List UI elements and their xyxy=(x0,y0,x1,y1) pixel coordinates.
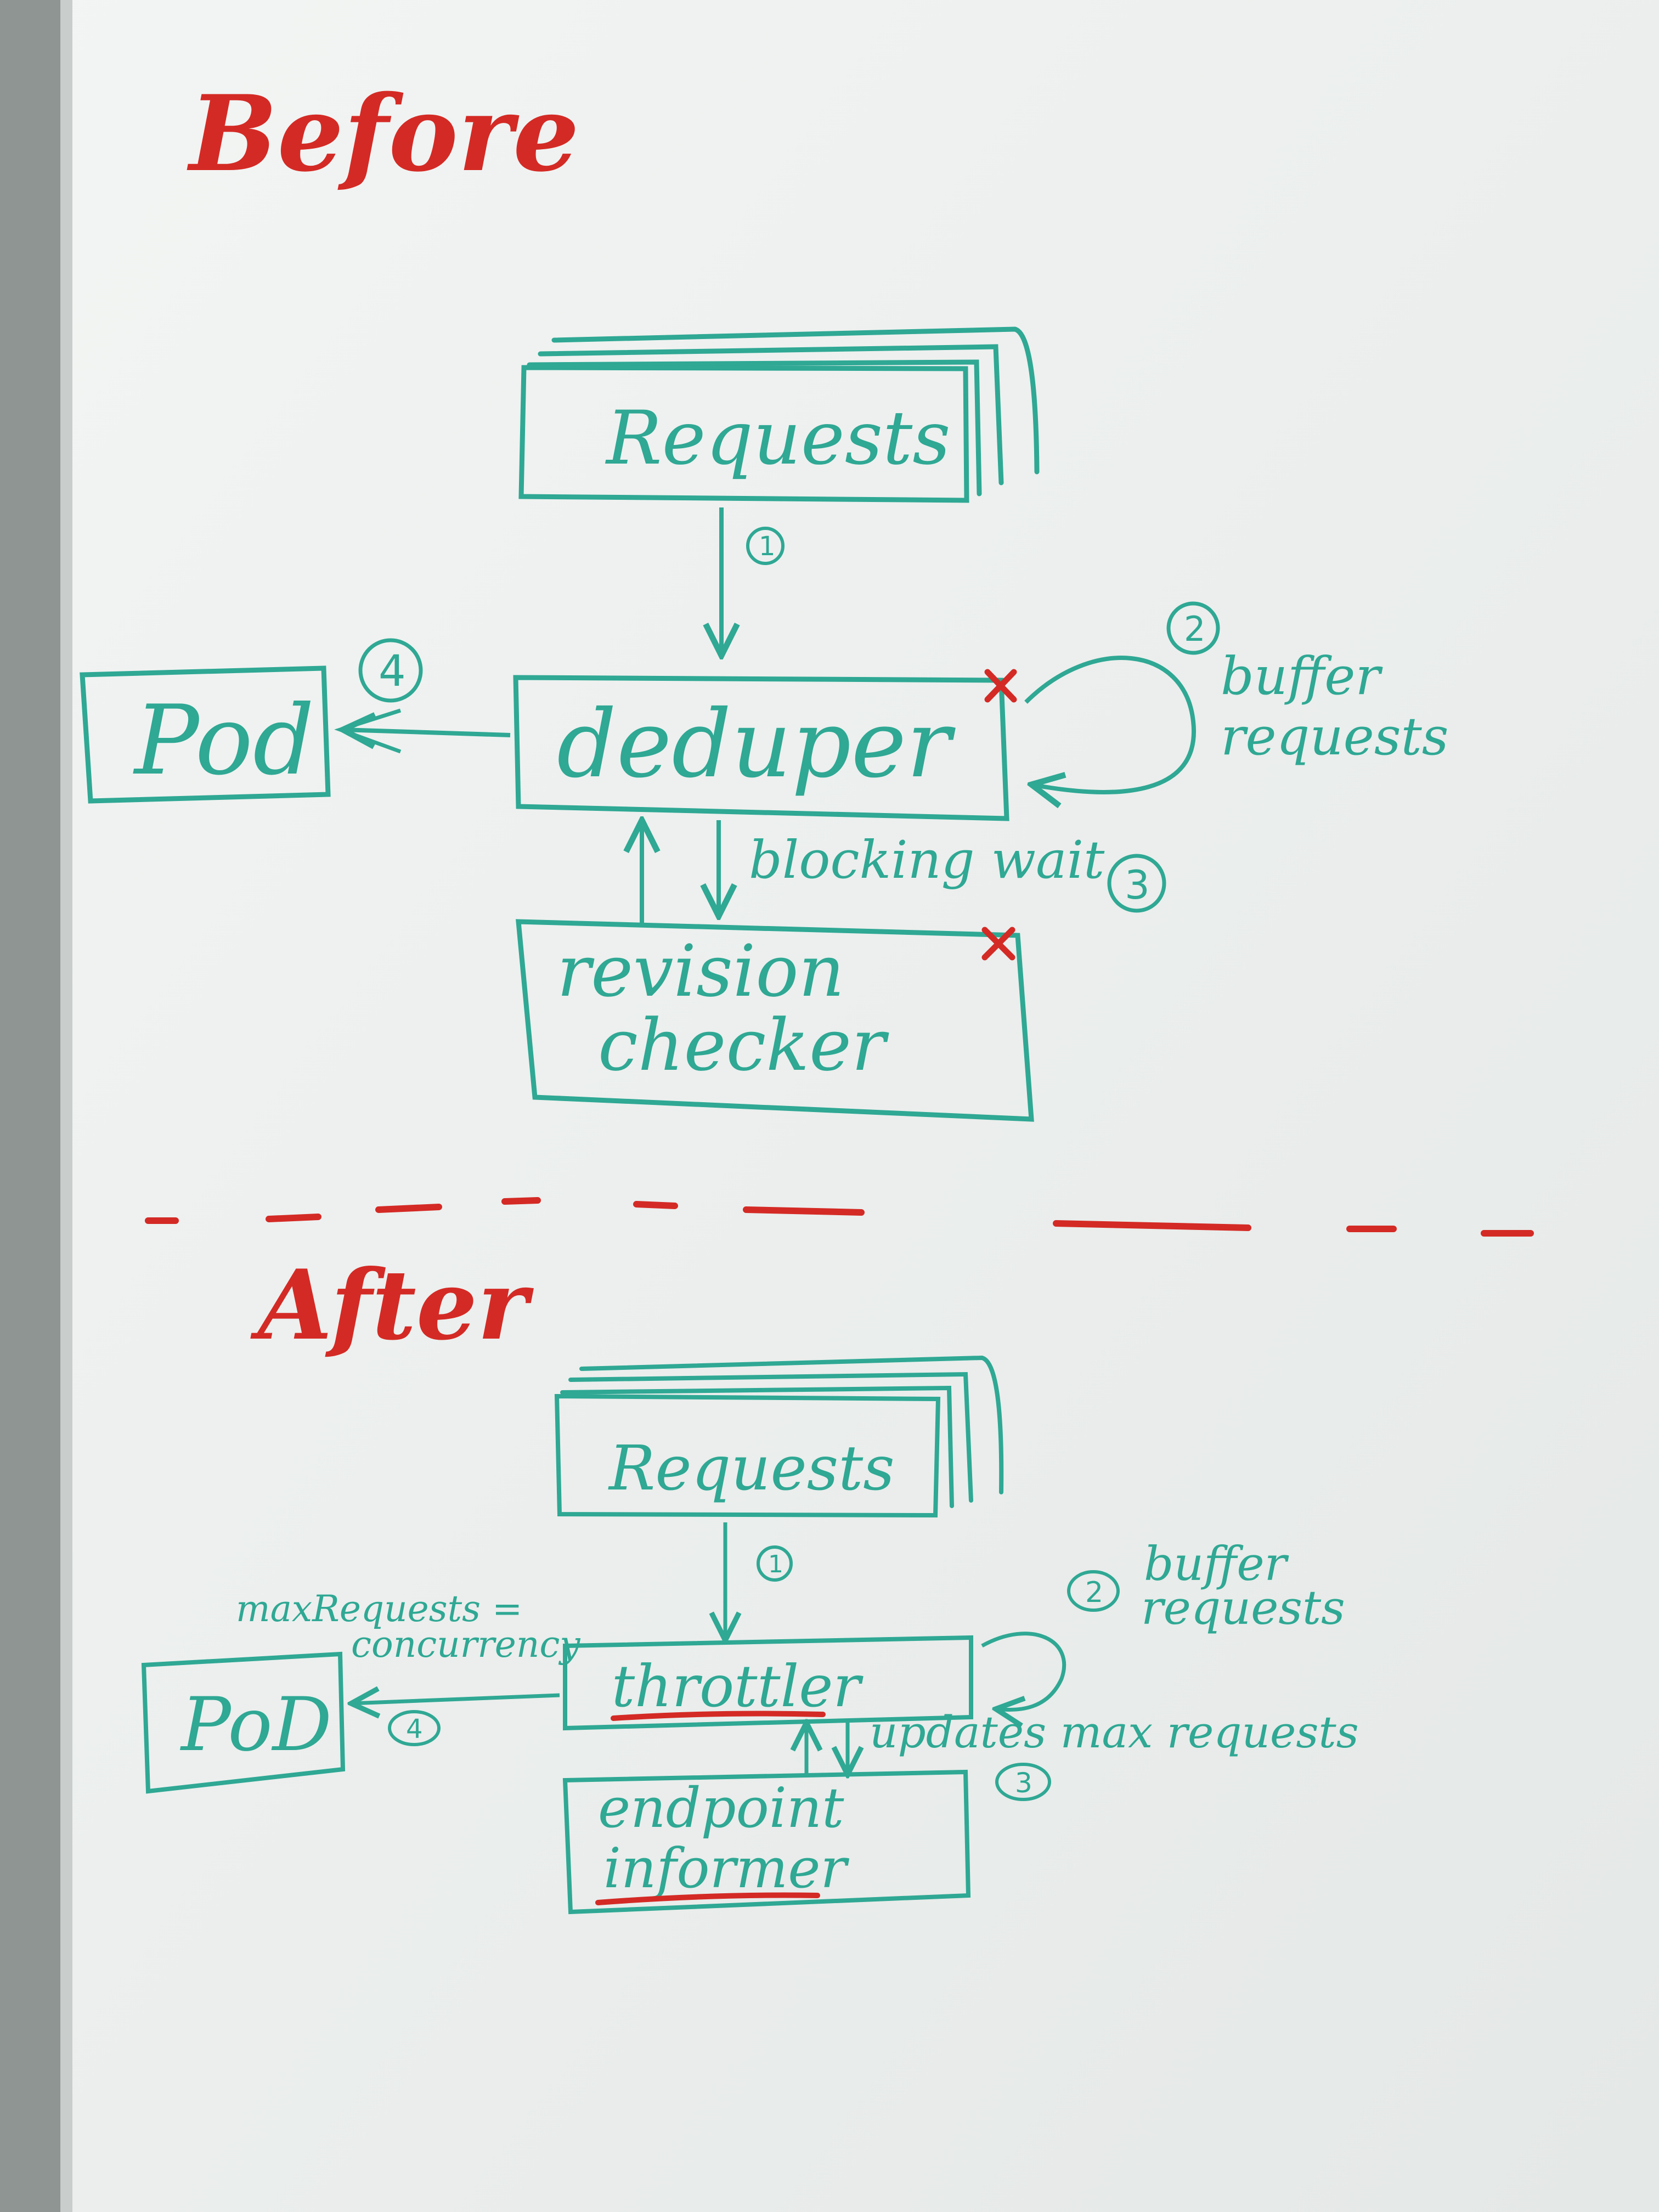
svg-text:3: 3 xyxy=(1015,1767,1032,1799)
before-arrow-deduper-to-pod xyxy=(343,730,511,735)
after-pod-label: PoD xyxy=(179,1681,332,1768)
svg-text:2: 2 xyxy=(1085,1576,1103,1609)
after-throttler-underline xyxy=(611,1711,826,1721)
before-checker-x-mark xyxy=(981,927,1015,961)
svg-text:3: 3 xyxy=(1125,862,1150,908)
before-heading: Before xyxy=(187,72,579,195)
before-deduper-label: deduper xyxy=(557,690,956,799)
after-informer-underline xyxy=(595,1892,820,1905)
after-step3-badge: 3 xyxy=(995,1763,1051,1801)
before-pod-arrowhead-double xyxy=(334,708,402,754)
after-arrow-throttler-to-pod xyxy=(351,1695,560,1703)
svg-text:4: 4 xyxy=(379,647,406,696)
after-step1-badge: 1 xyxy=(757,1545,793,1582)
board-frame-left xyxy=(0,0,60,2212)
after-step4-badge: 4 xyxy=(388,1710,441,1746)
after-requests-label: Requests xyxy=(608,1433,895,1504)
after-buffer-loop xyxy=(981,1632,1066,1710)
after-throttler-box xyxy=(563,1635,973,1731)
before-step1-badge: 1 xyxy=(746,527,785,565)
after-max-requests-line2: concurrency xyxy=(351,1623,580,1666)
before-deduper-x-mark xyxy=(984,669,1017,703)
before-buffer-line2: requests xyxy=(1221,707,1449,767)
svg-text:1: 1 xyxy=(768,1550,783,1578)
after-heading: After xyxy=(250,1249,534,1362)
before-pod-label: Pod xyxy=(133,685,314,797)
after-buffer-line1: buffer xyxy=(1144,1537,1289,1592)
before-step4-badge: 4 xyxy=(358,638,423,703)
before-buffer-loop xyxy=(1024,656,1197,792)
after-endpoint-informer-box xyxy=(562,1769,971,1915)
before-requests-label: Requests xyxy=(605,395,951,481)
before-revision-checker-box xyxy=(516,919,1034,1122)
svg-text:2: 2 xyxy=(1184,609,1205,649)
before-step3-badge: 3 xyxy=(1107,854,1166,913)
before-deduper-box xyxy=(513,675,1009,821)
after-endpoint-informer-line2: informer xyxy=(603,1836,849,1900)
before-buffer-line1: buffer xyxy=(1221,646,1384,707)
after-throttler-label: throttler xyxy=(612,1653,864,1720)
before-blocking-wait-label: blocking wait xyxy=(749,830,1105,890)
board-frame-edge xyxy=(60,0,72,2212)
after-requests-box xyxy=(554,1355,1004,1518)
after-updates-max-requests-label: updates max requests xyxy=(870,1707,1359,1758)
before-revision-checker-line1: revision xyxy=(557,929,844,1013)
svg-text:1: 1 xyxy=(759,531,776,562)
before-revision-checker-line2: checker xyxy=(598,1003,889,1087)
after-pod-box xyxy=(141,1651,346,1794)
after-step2-badge: 2 xyxy=(1067,1570,1120,1612)
after-max-requests-line1: maxRequests = xyxy=(236,1588,522,1630)
before-step2-badge: 2 xyxy=(1166,601,1220,655)
section-divider xyxy=(145,1197,1534,1237)
before-pod-box xyxy=(80,665,331,804)
before-requests-box xyxy=(518,326,1040,503)
after-endpoint-informer-line1: endpoint xyxy=(598,1776,844,1840)
svg-text:4: 4 xyxy=(406,1714,423,1745)
after-buffer-line2: requests xyxy=(1141,1581,1345,1635)
